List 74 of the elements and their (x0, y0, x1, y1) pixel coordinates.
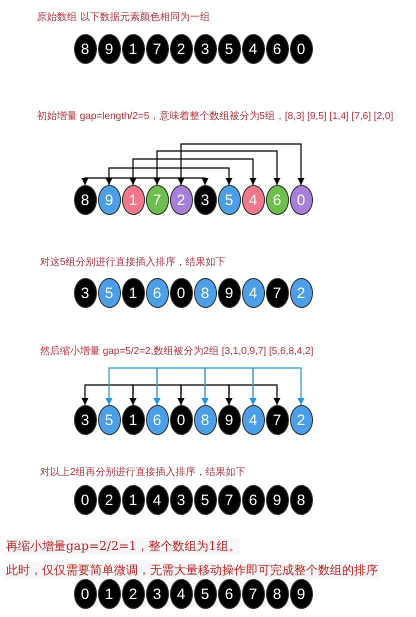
number-node: 1 (122, 405, 144, 435)
number-node: 8 (74, 185, 96, 215)
number-node: 2 (290, 278, 312, 308)
number-node: 1 (122, 485, 144, 515)
number-node: 5 (98, 278, 120, 308)
number-node: 8 (266, 579, 288, 609)
number-node: 0 (170, 278, 192, 308)
number-node: 1 (122, 185, 144, 215)
number-node: 2 (122, 579, 144, 609)
bracket-arrow (129, 158, 257, 185)
number-node: 0 (170, 405, 192, 435)
number-node: 1 (122, 278, 144, 308)
caption-text: 此时，仅仅需要简单微调，无需大量移动操作即可完成整个数组的排序 (6, 562, 378, 579)
number-node: 6 (242, 485, 264, 515)
number-node: 6 (266, 34, 288, 64)
caption-text: 初始增量 gap=length/2=5，意味着整个数组被分为5组，[8,3] [9,5] [1,4] [7,6] [2,0] (37, 110, 394, 123)
number-node: 5 (194, 485, 216, 515)
number-node: 7 (242, 579, 264, 609)
number-node: 0 (290, 185, 312, 215)
number-node: 0 (74, 579, 96, 609)
number-node: 7 (146, 34, 168, 64)
number-node: 4 (170, 579, 192, 609)
number-node: 4 (146, 485, 168, 515)
number-node: 2 (170, 34, 192, 64)
bracket-arrow (249, 367, 305, 405)
number-node: 4 (242, 278, 264, 308)
caption-text: 原始数组 以下数据元素颜色相同为一组 (37, 10, 210, 24)
number-node: 2 (170, 185, 192, 215)
number-node: 1 (122, 34, 144, 64)
number-node: 7 (266, 405, 288, 435)
number-node: 6 (218, 579, 240, 609)
number-node: 5 (194, 579, 216, 609)
number-node: 9 (266, 485, 288, 515)
number-node: 3 (194, 34, 216, 64)
number-node: 7 (218, 485, 240, 515)
number-node: 2 (98, 485, 120, 515)
caption-text: 然后缩小增量 gap=5/2=2,数组被分为2组 [3,1,0,9,7] [5,6,8,4,2] (40, 344, 314, 358)
caption-text: 对以上2组再分别进行直接插入排序，结果如下 (40, 466, 246, 479)
number-node: 0 (290, 34, 312, 64)
number-node: 5 (218, 185, 240, 215)
number-node: 0 (74, 485, 96, 515)
number-node: 9 (218, 405, 240, 435)
number-node: 4 (242, 405, 264, 435)
number-node: 8 (74, 34, 96, 64)
number-node: 6 (146, 405, 168, 435)
caption-text: 再缩小增量gap=2/2=1，整个数组为1组。 (6, 538, 240, 555)
number-node: 3 (194, 185, 216, 215)
number-node: 3 (74, 278, 96, 308)
number-node: 9 (98, 34, 120, 64)
number-node: 9 (218, 278, 240, 308)
number-node: 5 (98, 405, 120, 435)
number-node: 5 (218, 34, 240, 64)
bracket-arrow (225, 384, 281, 405)
number-node: 9 (98, 185, 120, 215)
number-node: 3 (74, 405, 96, 435)
number-node: 6 (146, 278, 168, 308)
number-node: 6 (266, 185, 288, 215)
number-node: 8 (194, 405, 216, 435)
number-node: 2 (290, 405, 312, 435)
bracket-arrow (105, 167, 233, 185)
caption-text: 对这5组分别进行直接插入排序，结果如下 (40, 256, 226, 269)
number-node: 8 (194, 278, 216, 308)
number-node: 1 (98, 579, 120, 609)
bracket-arrow (81, 177, 209, 185)
bracket-arrow (153, 150, 281, 185)
number-node: 4 (242, 34, 264, 64)
bracket-arrow (177, 143, 305, 185)
number-node: 3 (170, 485, 192, 515)
number-node: 7 (146, 185, 168, 215)
number-node: 8 (290, 485, 312, 515)
number-node: 9 (290, 579, 312, 609)
number-node: 4 (242, 185, 264, 215)
number-node: 7 (266, 278, 288, 308)
number-node: 3 (146, 579, 168, 609)
